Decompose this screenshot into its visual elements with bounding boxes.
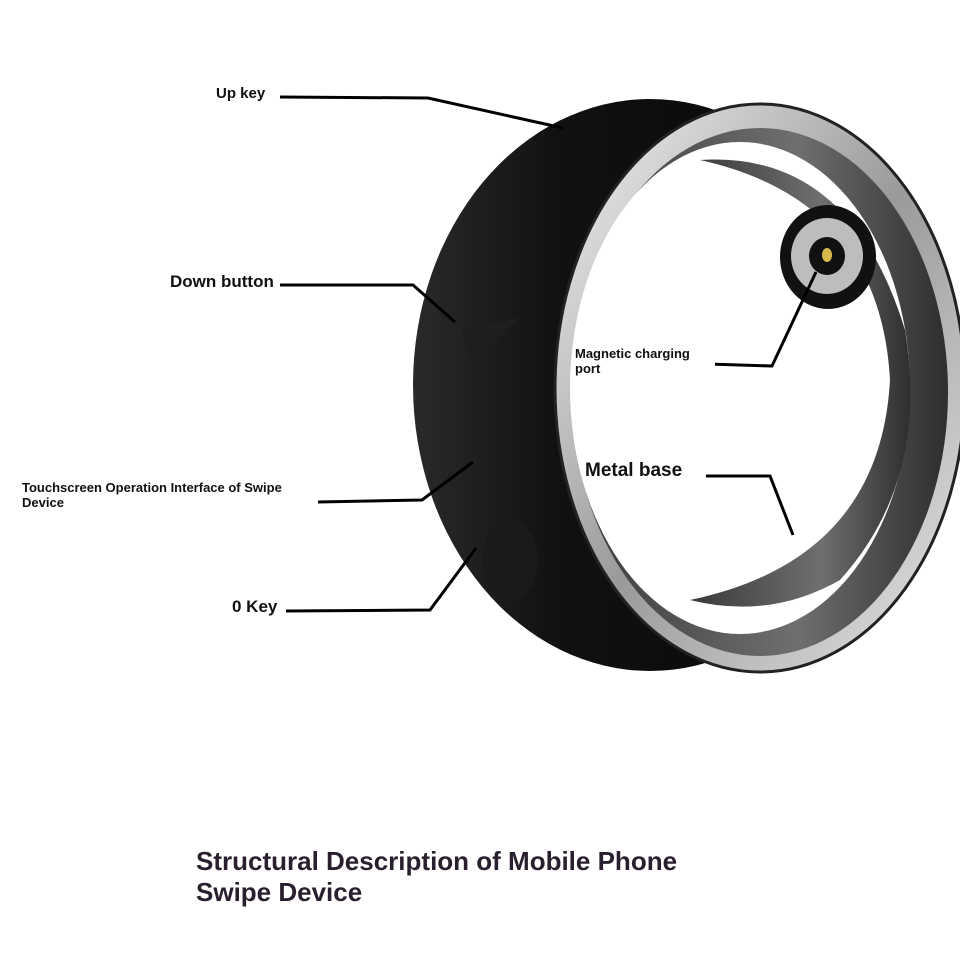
ring-hole <box>570 142 910 634</box>
leader-up-key <box>279 95 564 130</box>
label-touchscreen: Touchscreen Operation Interface of Swipe… <box>22 480 282 510</box>
label-metal-base: Metal base <box>585 460 683 482</box>
down-arrow-icon <box>462 318 520 362</box>
diagram-title: Structural Description of Mobile Phone S… <box>196 846 678 907</box>
charging-pin-icon <box>822 248 832 262</box>
label-down-button: Down button <box>170 272 274 291</box>
zero-key-pad <box>482 520 538 600</box>
label-up-key: Up key <box>216 85 266 102</box>
leader-down-button <box>280 283 456 324</box>
leader-metal-base <box>706 474 795 536</box>
leader-touchscreen <box>317 460 474 504</box>
label-zero-key: 0 Key <box>232 597 278 616</box>
leader-charging-port <box>707 271 818 368</box>
label-charging-port: Magnetic charging port <box>575 346 715 377</box>
leader-zero-key <box>285 547 478 613</box>
